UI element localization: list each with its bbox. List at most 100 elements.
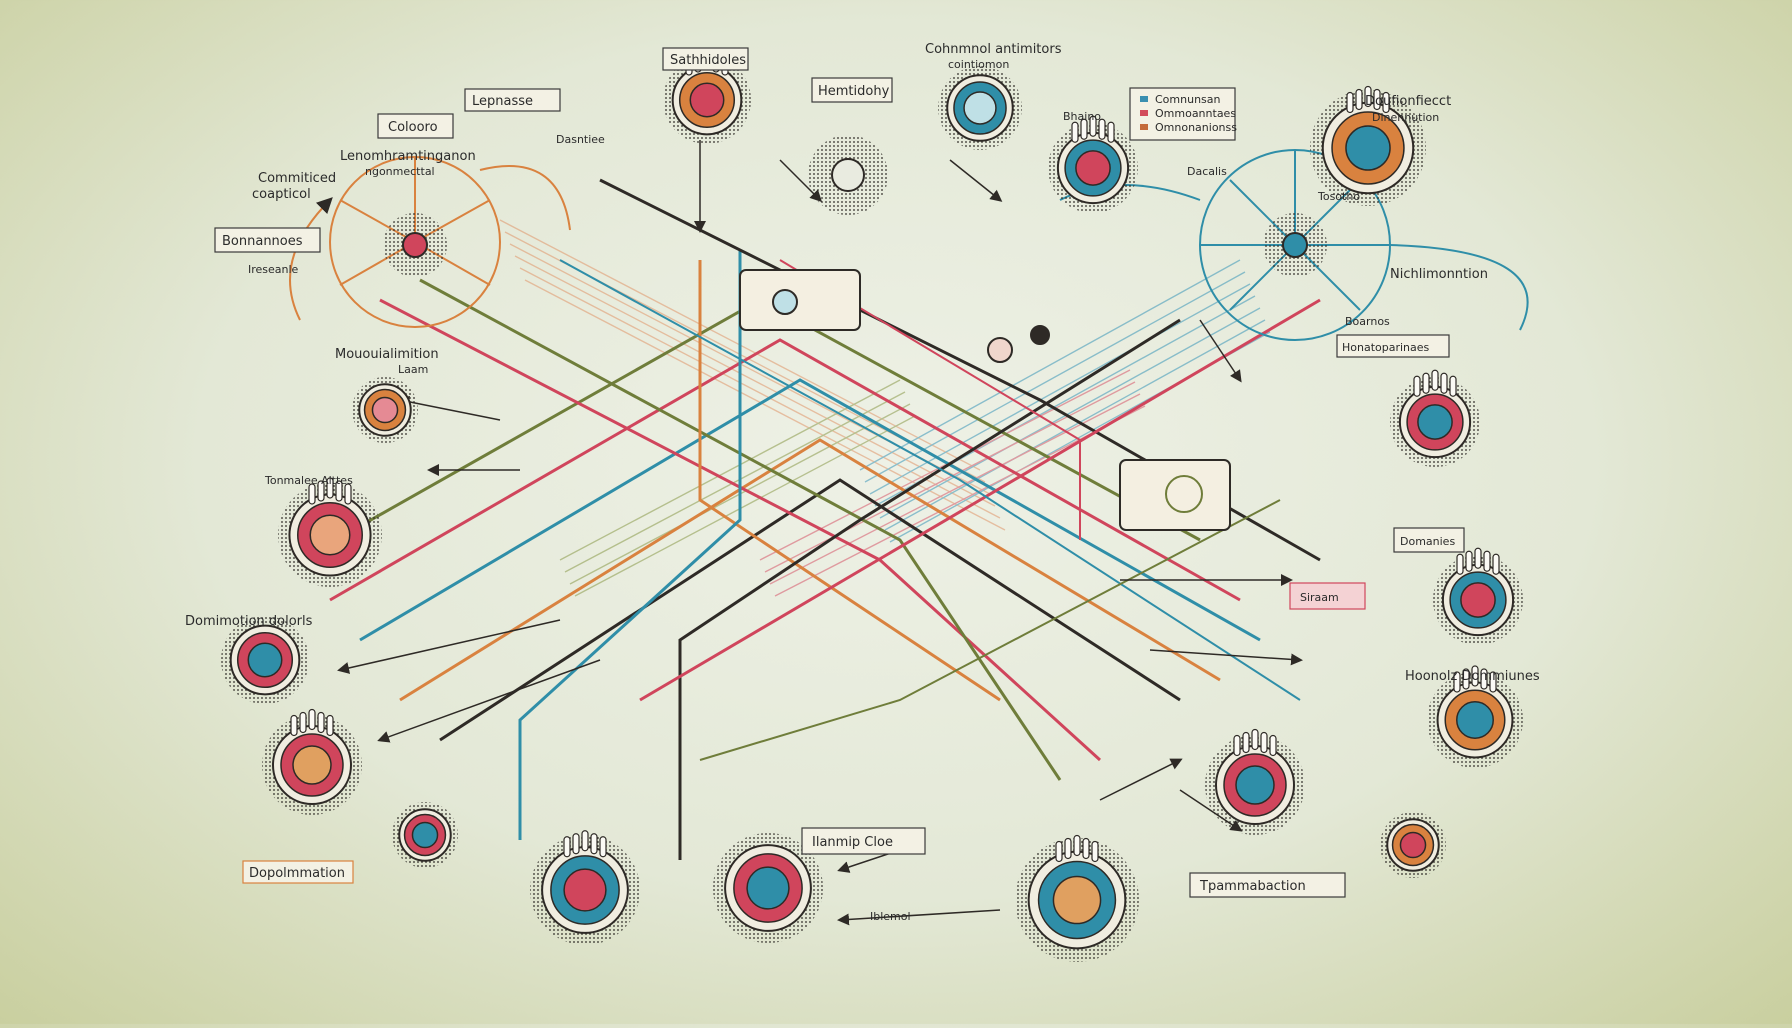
label-doufionfiecct: Doufionfiecct [1365,94,1451,109]
label-hemtidohy: Hemtidohy [818,84,890,99]
node-core [1460,582,1496,618]
node-pin [1071,121,1079,143]
node-pin [1080,118,1088,140]
node-pin [1465,550,1473,572]
node-core [1345,125,1391,171]
label-honatoparinaes: Honatoparinaes [1342,341,1430,354]
node-core [371,396,399,424]
orange-loop [289,156,571,328]
node-pin [344,483,352,505]
network-node-14[interactable] [713,833,823,943]
label-cohnmnol: Cohnmnol antimitors [925,42,1062,57]
nodes-layer [221,48,1523,963]
node-pin [317,711,325,734]
network-node-15[interactable] [1015,834,1139,963]
node-pin [1474,547,1482,569]
network-node-8[interactable] [221,616,309,704]
node-pin [1242,731,1250,754]
label-dinennution: Dinennution [1372,111,1439,124]
node-core [689,82,725,118]
node-pin [1431,369,1439,391]
node-pin [326,477,334,499]
node-pin [1382,91,1390,114]
label-ilanmip-cloe: Ilanmip Cloe [812,835,893,850]
label-dasntiee: Dasntiee [556,133,605,146]
node-pin [1453,671,1461,693]
node-core [1399,831,1427,859]
hub-left [383,213,447,277]
legend: Comnunsan Ommoanntaes Omnonanionss [1129,87,1237,141]
node-pin [1440,372,1448,394]
node-pin [590,833,598,855]
label-iblemol: Iblemol [870,910,911,923]
network-node-11[interactable] [1427,665,1523,768]
node-pin [1364,85,1372,108]
node-pin [1091,840,1099,863]
node-pin [308,483,316,505]
network-node-2[interactable] [938,66,1022,150]
label-sathhidoles: Sathhidoles [670,53,746,68]
label-domanies: Domanies [1400,535,1455,548]
node-pin [1055,840,1063,863]
label-laam: Laam [398,363,428,376]
legend-item-1: Comnunsan [1155,93,1221,106]
node-pin [1449,375,1457,397]
node-pin [326,714,334,737]
node-pin [308,708,316,731]
label-tonmalee: Tonmalee Alttes [264,474,353,487]
node-pin [1471,665,1479,687]
label-lepnasse: Lepnasse [472,94,533,109]
node-pin [572,833,580,855]
network-node-17[interactable] [1380,812,1446,878]
boxed-labels: Sathhidoles Lepnasse Colooro Bonnannoes … [214,47,1465,898]
node-core [963,91,997,125]
node-pin [335,480,343,502]
node-pin [1355,88,1363,111]
label-cointiomon: cointiomon [948,58,1009,71]
node-pin [1480,668,1488,690]
label-bonnannoes: Bonnannoes [222,234,303,249]
node-pin [1492,553,1500,575]
hatched-bands [499,219,1271,597]
node-pin [1089,115,1097,137]
network-node-5[interactable] [352,377,418,443]
label-ireseanle: Ireseanle [248,263,299,276]
legend-item-2: Ommoanntaes [1155,107,1236,120]
node-pin [1082,837,1090,860]
node-pin [1422,372,1430,394]
label-hoonolz: Hoonolz Dommiunes [1405,669,1540,684]
node-pin [299,711,307,734]
node-pin [1073,834,1081,857]
label-mououialimition: Mououialimition [335,347,439,362]
node-pin [1269,734,1277,757]
free-labels: Cohnmnol antimitors cointiomon Lenomhram… [185,42,1540,923]
node-core [563,868,607,912]
network-node-10[interactable] [262,708,362,816]
node-pin [563,836,571,858]
network-node-9[interactable] [1433,547,1523,645]
label-dopolmmation: Dopolmmation [249,866,345,881]
label-tosotho: Tosotho [1317,190,1360,203]
network-node-13[interactable] [530,830,640,945]
node-core [1075,150,1111,186]
network-node-16[interactable] [1205,728,1305,836]
network-node-3[interactable] [1048,115,1138,213]
label-domimotion: Domimotion dolorls [185,614,313,629]
node-pin [290,714,298,737]
node-core [1235,765,1275,805]
network-node-4[interactable] [1310,85,1426,207]
label-commiticed: Commiticed [258,171,336,186]
node-pin [1413,375,1421,397]
node-pin [1373,88,1381,111]
arrow-connectors [337,140,1303,926]
network-node-7[interactable] [278,477,382,587]
network-node-6[interactable] [1390,369,1480,467]
label-ngonmecttal: ngonmecttal [365,165,435,178]
node-pin [581,830,589,852]
label-nichlimonntion: Nichlimonntion [1390,267,1488,282]
node-core [411,821,439,849]
node-pin [1098,118,1106,140]
network-node-12[interactable] [392,802,458,868]
label-siraam: Siraam [1300,591,1339,604]
